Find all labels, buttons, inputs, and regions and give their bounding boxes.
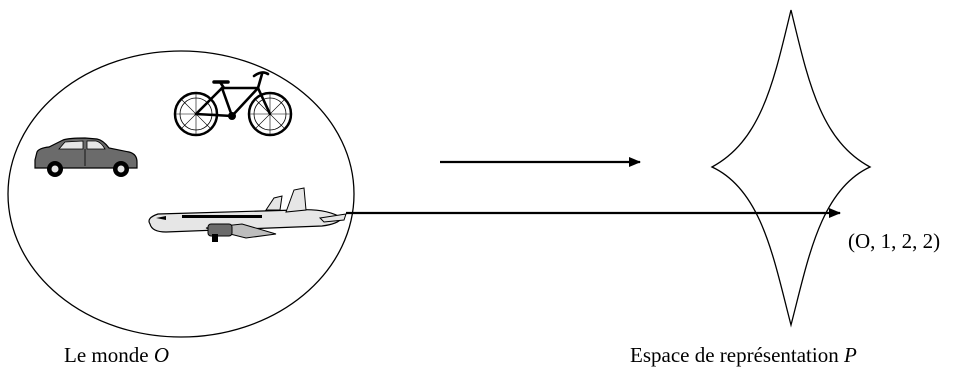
representation-point-label: (O, 1, 2, 2)	[848, 229, 940, 253]
representation-caption-text: Espace de représentation	[630, 343, 839, 367]
airplane-icon	[148, 187, 347, 242]
representation-caption-symbol: P	[843, 343, 857, 367]
world-caption-symbol: O	[153, 343, 169, 367]
world-ellipse	[7, 50, 355, 338]
bicycle-icon	[173, 71, 293, 137]
car-icon	[34, 137, 138, 177]
world-caption: Le monde O	[64, 343, 169, 368]
world-caption-text: Le monde	[64, 343, 149, 367]
representation-space-shape	[710, 9, 872, 328]
representation-caption: Espace de représentation P	[630, 343, 857, 368]
